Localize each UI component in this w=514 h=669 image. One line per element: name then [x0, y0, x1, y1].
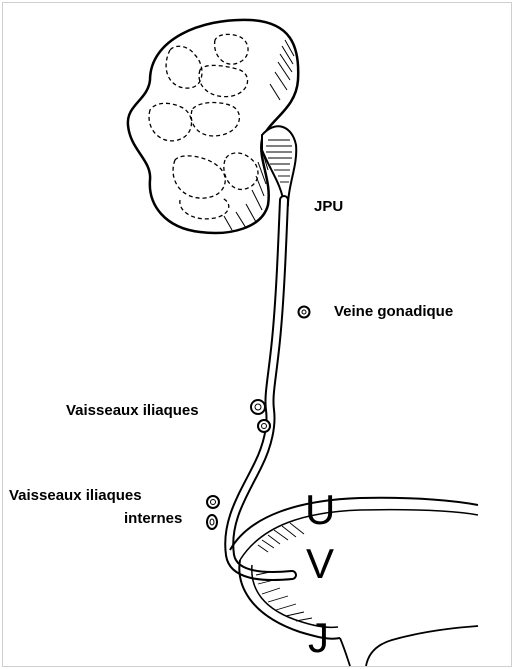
label-internal-iliac-vessels-line2: internes — [124, 510, 182, 528]
label-gonadal-vein: Veine gonadique — [334, 303, 453, 321]
label-internal-iliac-vessels-line1: Vaisseaux iliaques — [9, 487, 142, 505]
letter-v: V — [306, 543, 334, 585]
letter-j: J — [308, 617, 329, 661]
label-jpu: JPU — [314, 198, 343, 216]
bladder — [230, 498, 478, 666]
gonadal-vein-marker — [299, 307, 310, 318]
label-iliac-vessels: Vaisseaux iliaques — [66, 402, 199, 420]
internal-iliac-vessels-marker — [207, 496, 219, 529]
letter-u: U — [305, 489, 335, 531]
